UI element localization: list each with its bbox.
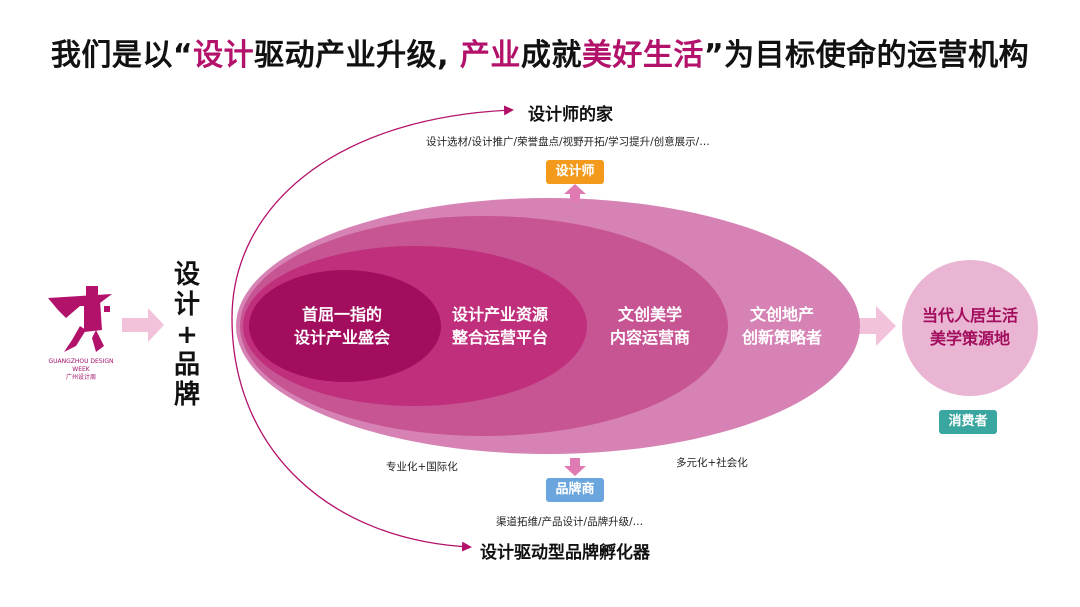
ring-label-3: 文创美学 内容运营商 bbox=[580, 303, 720, 349]
target-label: 当代人居生活 美学策源地 bbox=[905, 304, 1035, 350]
ring-2-line1: 设计产业资源 bbox=[451, 305, 548, 324]
bottom-branch-curve bbox=[231, 317, 472, 552]
down-arrow-icon bbox=[564, 458, 586, 476]
bottom-branch-title: 设计驱动型品牌孵化器 bbox=[480, 543, 650, 563]
headline-part4: 产业 bbox=[459, 38, 521, 73]
logo-caption: GUANGZHOU DESIGN WEEK 广州设计周 bbox=[40, 358, 122, 382]
vertical-char-3: + bbox=[176, 320, 198, 350]
headline-part1: 我们是以“ bbox=[50, 38, 194, 73]
top-branch-curve bbox=[231, 105, 514, 319]
ring-label-1: 首屈一指的 设计产业盛会 bbox=[272, 303, 412, 349]
vertical-char-1: 设 bbox=[173, 260, 200, 290]
gdw-logo bbox=[48, 286, 112, 352]
ring-4-line2: 创新策略者 bbox=[741, 328, 822, 347]
target-circle bbox=[902, 260, 1038, 396]
logo-caption-cn: 广州设计周 bbox=[65, 374, 96, 381]
left-note: 专业化+国际化 bbox=[386, 461, 458, 473]
page-title: 我们是以“设计驱动产业升级, 产业成就美好生活”为目标使命的运营机构 bbox=[0, 30, 1080, 74]
ring-1-line1: 首屈一指的 bbox=[301, 305, 382, 324]
top-branch-subtitle: 设计选材/设计推广/荣誉盘点/视野开拓/学习提升/创意展示/… bbox=[426, 136, 710, 148]
headline-part2: 设计 bbox=[193, 38, 255, 73]
vertical-char-5: 牌 bbox=[173, 380, 200, 410]
target-arrow bbox=[852, 306, 896, 346]
ring-3-line1: 文创美学 bbox=[617, 305, 682, 324]
headline-part7: ”为目标使命的运营机构 bbox=[703, 38, 1030, 73]
ring-label-2: 设计产业资源 整合运营平台 bbox=[430, 303, 570, 349]
headline-part6: 美好生活 bbox=[581, 38, 704, 73]
designer-badge: 设计师 bbox=[546, 160, 604, 184]
up-arrow-icon bbox=[564, 184, 586, 202]
logo-arrow bbox=[122, 308, 164, 342]
ring-label-4: 文创地产 创新策略者 bbox=[712, 303, 852, 349]
ring-inner bbox=[249, 270, 441, 382]
top-branch-title: 设计师的家 bbox=[528, 105, 613, 125]
ring-2-line2: 整合运营平台 bbox=[451, 328, 548, 347]
headline-part3: 驱动产业升级, bbox=[254, 38, 460, 73]
target-line2: 美学策源地 bbox=[929, 329, 1010, 348]
ring-3-line2: 内容运营商 bbox=[609, 328, 690, 347]
ring-1-line2: 设计产业盛会 bbox=[293, 328, 390, 347]
vertical-char-4: 品 bbox=[173, 350, 200, 380]
bottom-branch-subtitle: 渠道拓维/产品设计/品牌升级/… bbox=[496, 516, 644, 528]
target-line1: 当代人居生活 bbox=[921, 306, 1018, 325]
consumer-badge: 消费者 bbox=[939, 410, 997, 434]
vertical-char-2: 计 bbox=[173, 290, 200, 320]
design-plus-brand-label: 设 计 + 品 牌 bbox=[172, 260, 202, 410]
right-note: 多元化+社会化 bbox=[676, 457, 748, 469]
logo-caption-en: GUANGZHOU DESIGN WEEK bbox=[48, 358, 114, 373]
brand-badge: 品牌商 bbox=[546, 478, 604, 502]
headline-part5: 成就 bbox=[520, 38, 582, 73]
ring-4-line1: 文创地产 bbox=[749, 305, 814, 324]
